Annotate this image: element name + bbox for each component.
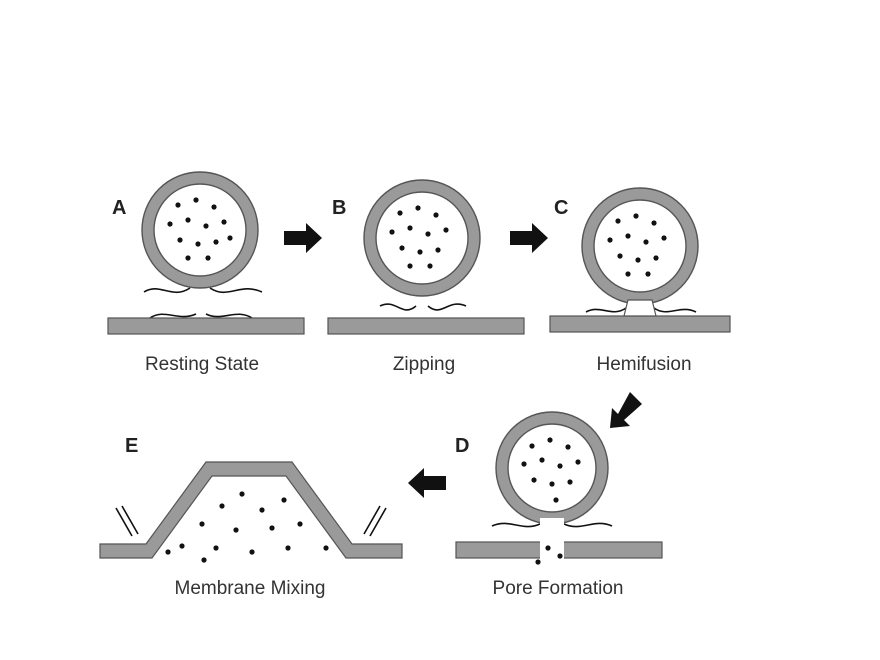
snare-proteins-a (143, 287, 263, 294)
target-membrane-a (107, 317, 305, 335)
snare-right-e (363, 505, 387, 537)
snare-proteins-d (491, 522, 613, 528)
panel-c: C Hemifusion (549, 187, 731, 375)
vesicle-contents-c (607, 213, 667, 277)
panel-letter-d: D (455, 435, 469, 457)
vesicle-contents-d (521, 437, 581, 503)
panel-letter-c: C (554, 197, 568, 219)
caption-c: Hemifusion (596, 354, 691, 375)
vesicle-b (363, 179, 481, 297)
panel-letter-a: A (112, 197, 126, 219)
fusion-pore (540, 518, 564, 560)
hemifusion-stalk (623, 299, 657, 317)
vesicle-a (141, 171, 259, 289)
caption-e: Membrane Mixing (175, 578, 326, 599)
panel-a: A Resting State (107, 171, 305, 375)
target-membrane-b (327, 317, 525, 335)
panel-b: B Zipping (327, 179, 525, 375)
vesicle-c (581, 187, 699, 305)
caption-b: Zipping (393, 354, 455, 375)
arrow-b-to-c (510, 223, 548, 253)
snare-proteins-a-lower (149, 313, 253, 319)
merged-membrane (99, 461, 403, 559)
panel-e: E Membrane Mixing (99, 435, 403, 599)
snare-proteins-c (585, 307, 697, 313)
caption-d: Pore Formation (493, 578, 624, 599)
snare-proteins-b (379, 303, 467, 311)
target-membrane-c (549, 315, 731, 333)
vesicle-contents-b (389, 205, 449, 269)
arrow-d-to-e (408, 468, 446, 498)
vesicle-contents-a (167, 197, 233, 261)
panel-d: D Pore Formation (455, 411, 663, 599)
arrow-c-to-d (610, 392, 642, 428)
caption-a: Resting State (145, 354, 259, 375)
panel-letter-e: E (125, 435, 138, 457)
vesicle-d (495, 411, 609, 525)
arrow-a-to-b (284, 223, 322, 253)
released-contents (165, 491, 329, 563)
snare-left-e (115, 505, 139, 537)
panel-letter-b: B (332, 197, 346, 219)
